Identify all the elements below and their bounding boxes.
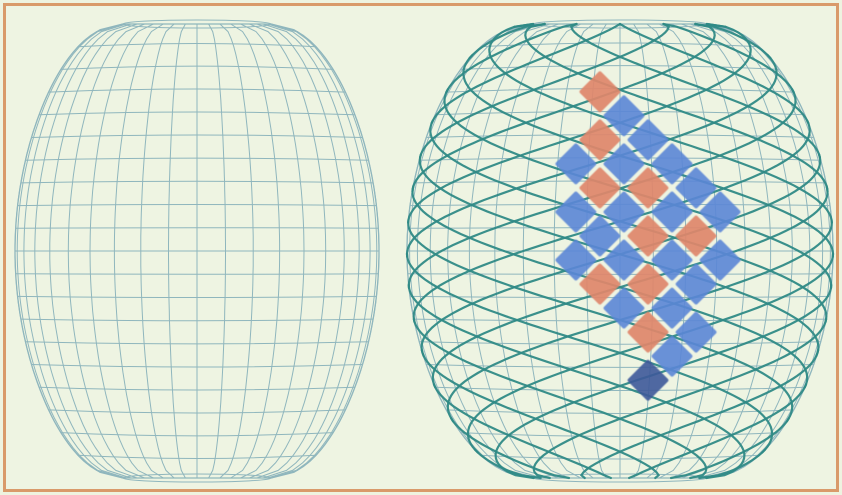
- woven-lattice-sphere: [407, 20, 833, 482]
- plain-lattice-sphere: [15, 20, 379, 482]
